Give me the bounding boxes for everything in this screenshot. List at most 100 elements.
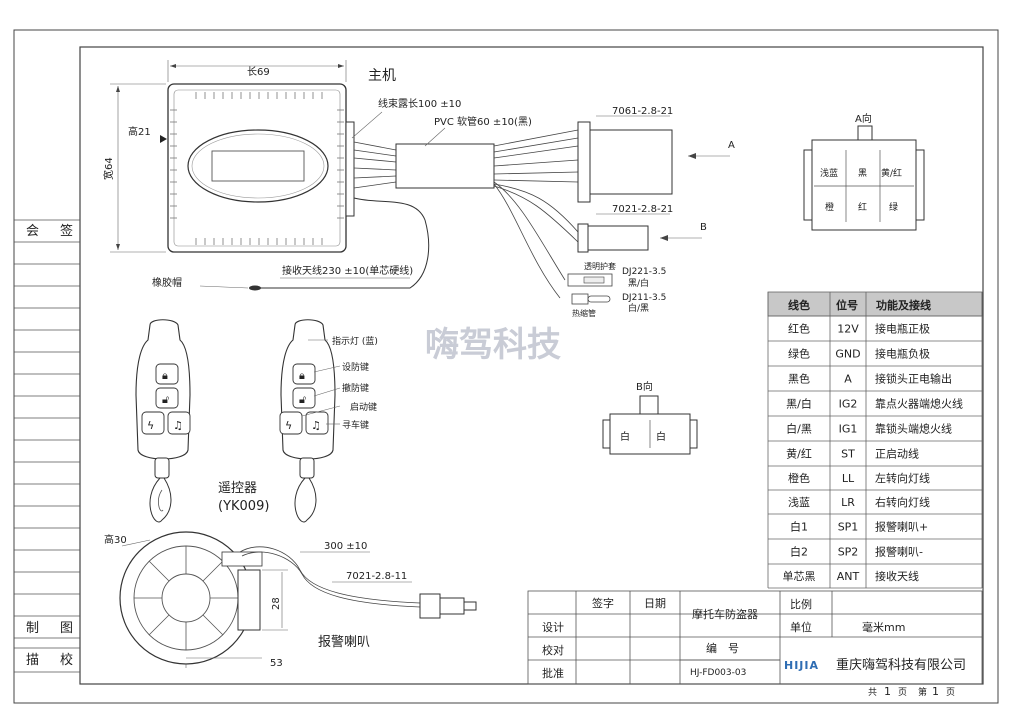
wire-table-cell: 12V (837, 323, 859, 336)
arrow-a-label: A (728, 140, 735, 151)
shrink-label: 热缩管 (572, 308, 596, 318)
tb-no: 第 (918, 686, 927, 698)
wire-table-cell: 绿色 (788, 347, 810, 361)
dj221-color: 黑/白 (628, 277, 649, 289)
wire-table-cell: 接收天线 (875, 569, 919, 583)
tb-no-n: 1 (932, 685, 939, 698)
tb-company: 重庆嗨驾科技有限公司 (836, 657, 966, 673)
siren-wire-label: 300 ±10 (324, 541, 367, 552)
view-a-title: A向 (855, 112, 872, 125)
sign-zhi: 制 (26, 621, 39, 636)
wire-table-cell: 黑色 (788, 372, 810, 386)
dj221-label: DJ221-3.5 (622, 267, 666, 277)
remote-right: 🔒︎ 🔓︎ ϟ ♫ 指示灯 (蓝) 设防键 撤防键 启动键 寻车键 (279, 319, 378, 523)
siren: 高30 300 ±10 7021-2.8-11 28 53 报警喇叭 (104, 531, 477, 669)
unlock-icon: 🔓︎ (299, 393, 306, 406)
wire-table-cell: LL (842, 472, 855, 485)
bullet-connectors: 透明护套 DJ221-3.5 黑/白 DJ211-3.5 白/黑 热缩管 (567, 261, 666, 318)
remote-disarm-label: 撤防键 (342, 382, 369, 394)
wire-table-cell: 接锁头正电输出 (875, 372, 952, 386)
wire-table-cell: 浅蓝 (788, 496, 810, 509)
lock-icon: 🔒︎ (162, 369, 168, 382)
sign-tu: 图 (60, 621, 73, 636)
harness-label: 线束露长100 ±10 (378, 97, 461, 110)
siren-title: 报警喇叭 (318, 634, 370, 650)
dj211-color: 白/黑 (628, 302, 649, 314)
view-b-title: B向 (636, 380, 653, 393)
remote-start-label: 启动键 (350, 401, 377, 413)
tb-unit-label: 单位 (790, 620, 812, 634)
harness: 线束露长100 ±10 PVC 软管60 ±10(黑) 接收天线230 ±10(… (152, 97, 579, 299)
siren-connector-label: 7021-2.8-11 (346, 571, 407, 582)
wire-table-cell: 接电瓶正极 (875, 322, 930, 336)
wire-table-cell: 单芯黑 (783, 569, 816, 583)
wire-table: 线色 位号 功能及接线 (767, 291, 983, 589)
length-label: 长69 (247, 66, 270, 78)
wire-table-cell: 报警喇叭+ (875, 520, 928, 534)
pin-b2: 白 (656, 430, 666, 443)
main-unit: 主机 (167, 68, 396, 253)
width-label: 宽64 (102, 157, 115, 180)
wire-table-cell: ANT (837, 570, 860, 583)
siren-height-label: 高30 (104, 533, 127, 546)
sign-miao: 描 (26, 653, 39, 668)
tb-page: 页 (898, 687, 907, 698)
tb-total-n: 1 (884, 685, 891, 698)
wire-table-cell: 报警喇叭- (875, 545, 923, 559)
tb-total: 共 (868, 687, 877, 698)
antenna-label: 接收天线230 ±10(单芯硬线) (282, 264, 413, 277)
connector-7061-label: 7061-2.8-21 (612, 106, 673, 117)
dj211-label: DJ211-3.5 (622, 293, 666, 303)
wire-table-cell: 靠点火器端熄火线 (875, 397, 963, 411)
remote-left: 🔒︎ 🔓︎ ϟ ♫ (135, 319, 191, 523)
connector-7021: 7021-2.8-21 B (577, 204, 707, 253)
remote-indicator-label: 指示灯 (蓝) (332, 335, 378, 347)
wire-table-cell: 白/黑 (786, 422, 812, 436)
arrow-b-label: B (700, 222, 707, 233)
wire-table-cell: 接电瓶负极 (875, 347, 930, 361)
pvc-label: PVC 软管60 ±10(黑) (434, 115, 532, 128)
lock-icon: 🔒︎ (299, 369, 305, 382)
wire-table-cell: IG1 (839, 423, 858, 436)
remote-arm-label: 设防键 (342, 361, 369, 373)
find-icon: ♫ (311, 419, 321, 432)
wire-table-cell: 白2 (790, 545, 808, 559)
wire-table-cell: ST (841, 448, 855, 461)
wire-table-cell: 右转向灯线 (875, 495, 930, 509)
start-icon: ϟ (285, 419, 292, 432)
wire-table-cell: 黑/白 (786, 397, 812, 411)
wire-table-header-function: 功能及接线 (876, 298, 931, 312)
tb-page2: 页 (946, 687, 955, 698)
pin-a1: 浅蓝 (820, 167, 838, 179)
wire-table-cell: 正启动线 (875, 447, 919, 461)
wire-table-cell: 白1 (790, 520, 808, 534)
tb-product: 摩托车防盗器 (692, 607, 758, 621)
wire-table-cell: 靠锁头端熄火线 (875, 422, 952, 436)
pin-a3: 黄/红 (881, 167, 902, 179)
main-unit-dimensions: 长69 宽64 高21 (102, 60, 347, 253)
sign-jiao: 校 (60, 652, 73, 668)
title-block: 签字 日期 设计 校对 批准 摩托车防盗器 编 号 HJ-FD003-03 比例… (527, 590, 983, 698)
start-icon: ϟ (147, 419, 154, 432)
remote-model: (YK009) (218, 499, 269, 514)
rubber-cap-label: 橡胶帽 (152, 276, 182, 289)
watermark: 嗨驾科技 (425, 325, 561, 365)
tb-proof: 校对 (542, 643, 564, 657)
tb-approve: 批准 (542, 666, 564, 680)
wire-table-cell: 左转向灯线 (875, 471, 930, 485)
remote-find-label: 寻车键 (342, 419, 369, 431)
wire-table-cell: 红色 (788, 322, 810, 336)
sign-qian: 签 (60, 223, 73, 239)
pin-a4: 橙 (825, 201, 834, 213)
sleeve-label: 透明护套 (584, 261, 616, 271)
main-unit-title: 主机 (368, 68, 396, 84)
pin-a5: 红 (858, 201, 867, 213)
wire-table-cell: 橙色 (788, 471, 810, 485)
wire-table-cell: IG2 (839, 398, 858, 411)
wire-table-header-color: 线色 (788, 298, 810, 312)
outer-frame (13, 29, 999, 704)
remote-title: 遥控器 (218, 481, 257, 496)
wire-table-cell: 黄/红 (786, 447, 812, 461)
